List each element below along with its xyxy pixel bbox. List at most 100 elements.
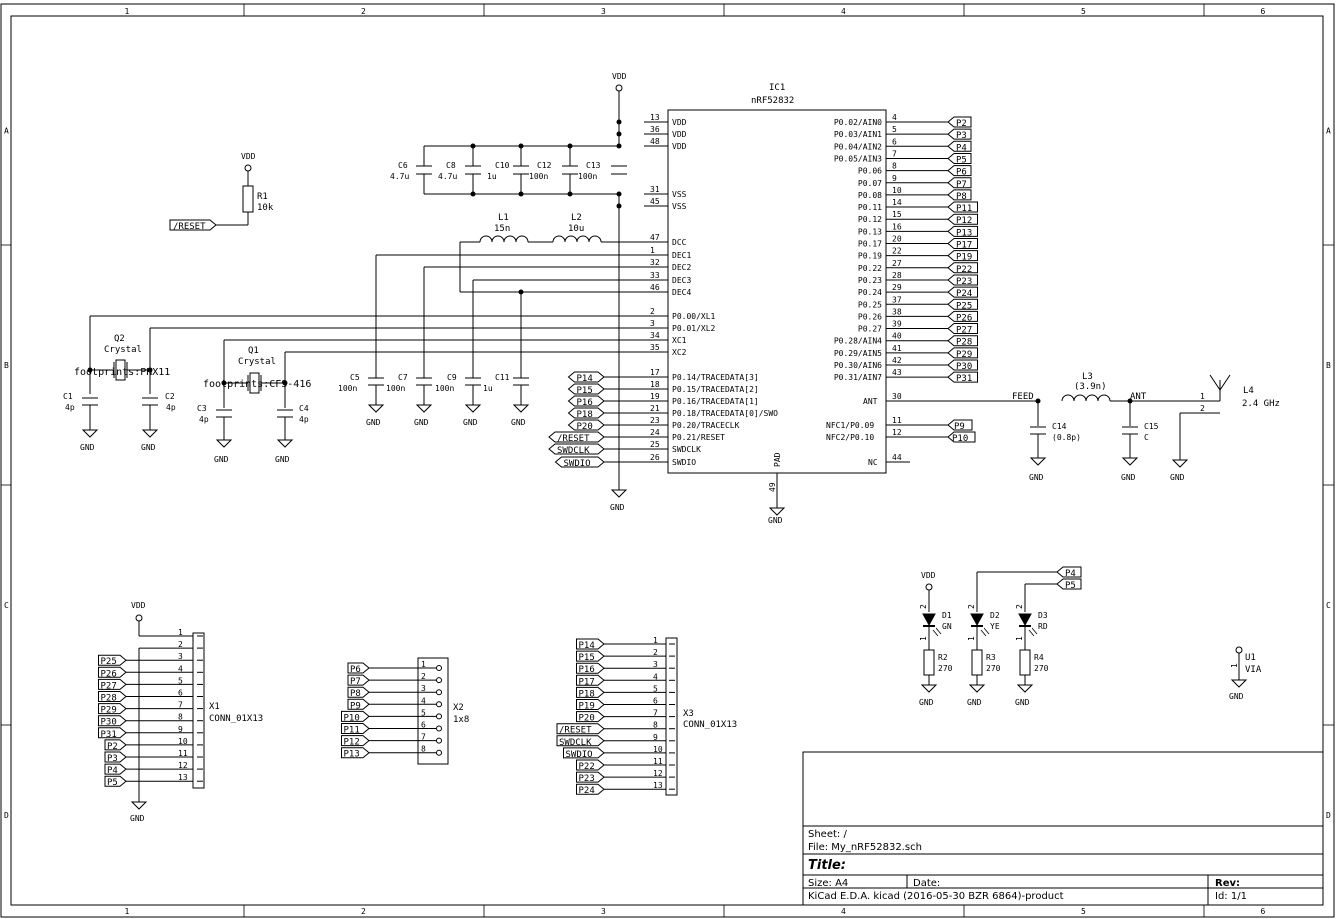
x3-pin-num: 12 (653, 769, 663, 778)
net-label-x3-p20[interactable]: P20 (576, 711, 605, 724)
net-label-x1-p30[interactable]: P30 (98, 715, 127, 728)
svg-text:2: 2 (919, 604, 928, 609)
net-label-p2[interactable]: P2 (947, 116, 972, 129)
svg-text:L3: L3 (1082, 372, 1093, 382)
net-label-p24[interactable]: P24 (947, 286, 978, 299)
net-label-ic1-swdio[interactable]: SWDIO (554, 456, 605, 469)
frame-col-top: 2 (361, 7, 366, 16)
net-label-x1-p5[interactable]: P5 (104, 775, 127, 788)
net-label-p17[interactable]: P17 (947, 238, 978, 251)
net-label-x3-p14[interactable]: P14 (576, 638, 605, 651)
net-label-led-p5[interactable]: P5 (1056, 578, 1082, 591)
u1-via[interactable]: GND 1 U1 VIA (1229, 646, 1262, 701)
net-label-p28[interactable]: P28 (947, 335, 978, 348)
net-label-x3-swdio[interactable]: SWDIO (563, 747, 605, 760)
net-label-p10[interactable]: P10 (947, 431, 976, 444)
gnd-label: GND (768, 516, 783, 525)
net-label-p3[interactable]: P3 (947, 128, 972, 141)
svg-text:2: 2 (1200, 404, 1205, 413)
net-label-x2-p11[interactable]: P11 (341, 723, 370, 736)
net-label-x1-p3[interactable]: P3 (104, 751, 127, 764)
net-label-x1-p31[interactable]: P31 (98, 727, 127, 740)
net-label-x3-reset[interactable]: /RESET (556, 723, 605, 736)
net-label-p29-text: P29 (956, 350, 972, 360)
net-label-x3-p17[interactable]: P17 (576, 674, 605, 687)
frame-row-left: D (4, 811, 9, 820)
x2-pin-num: 1 (421, 660, 426, 669)
net-label-p25[interactable]: P25 (947, 298, 978, 311)
net-label-x1-p25[interactable]: P25 (98, 654, 127, 667)
net-label-p30[interactable]: P30 (947, 359, 978, 372)
net-label-x2-p8[interactable]: P8 (347, 686, 370, 699)
net-label-ic1-p15-text: P15 (577, 386, 593, 396)
ic1-pin-num: 6 (892, 137, 897, 146)
net-label-p12[interactable]: P12 (947, 213, 978, 226)
net-label-p23[interactable]: P23 (947, 274, 978, 287)
net-label-x1-p27[interactable]: P27 (98, 678, 127, 691)
net-label-p13[interactable]: P13 (947, 225, 978, 238)
svg-text:1: 1 (1015, 636, 1024, 641)
net-label-x3-p16[interactable]: P16 (576, 662, 605, 675)
net-label-p19[interactable]: P19 (947, 250, 978, 263)
net-label-p4[interactable]: P4 (947, 140, 972, 153)
net-label-x3-p24[interactable]: P24 (576, 783, 605, 796)
ic1-pin-44-name: NC (868, 458, 878, 467)
net-label-x3-p18[interactable]: P18 (576, 686, 605, 699)
net-label-p7[interactable]: P7 (947, 177, 972, 190)
net-label-p8[interactable]: P8 (947, 189, 972, 202)
net-label-x3-p22[interactable]: P22 (576, 759, 605, 772)
net-label-p27[interactable]: P27 (947, 323, 978, 336)
net-label-ic1-reset[interactable]: /RESET (548, 431, 605, 444)
net-label-ic1-p14[interactable]: P14 (567, 371, 605, 384)
net-label-x2-p7[interactable]: P7 (347, 674, 370, 687)
net-label-x3-swdclk[interactable]: SWDCLK (556, 735, 605, 748)
ic1-value: nRF52832 (751, 96, 794, 106)
net-label-x1-p26[interactable]: P26 (98, 666, 127, 679)
svg-text:4p: 4p (166, 403, 176, 412)
net-label-x1-p29[interactable]: P29 (98, 703, 127, 716)
net-label-ic1-p20[interactable]: P20 (567, 419, 605, 432)
svg-text:P10: P10 (344, 713, 360, 723)
net-label-x2-p12[interactable]: P12 (341, 735, 370, 748)
ic1-symbol[interactable]: IC1 nRF52832 13VDD36VDD48VDD31VSS45VSS47… (644, 83, 1040, 525)
net-label-x1-p2[interactable]: P2 (104, 739, 127, 752)
connector-x1[interactable]: VDDGND123P254P265P276P287P298P309P3110P2… (98, 601, 264, 823)
net-label-x3-p19[interactable]: P19 (576, 699, 605, 712)
net-label-p11[interactable]: P11 (947, 201, 978, 214)
net-label-x2-p13[interactable]: P13 (341, 747, 370, 760)
connector-x3[interactable]: 1P142P153P164P175P186P197P208/RESET9SWDC… (556, 636, 737, 796)
net-label-x3-p23[interactable]: P23 (576, 771, 605, 784)
net-label-p26[interactable]: P26 (947, 310, 978, 323)
net-label-x2-p10[interactable]: P10 (341, 710, 370, 723)
svg-text:Q1: Q1 (248, 346, 259, 356)
net-label-p31[interactable]: P31 (947, 371, 978, 384)
ic1-pin-name: P0.25 (858, 300, 882, 309)
cap-ref: C12 (537, 161, 552, 170)
cap-ref: C13 (586, 161, 601, 170)
gnd-label: GND (967, 698, 982, 707)
net-label-p5[interactable]: P5 (947, 152, 972, 165)
net-label-led-p4[interactable]: P4 (1056, 566, 1082, 579)
net-label-ic1-swdclk[interactable]: SWDCLK (548, 443, 605, 456)
net-label-x3-p15[interactable]: P15 (576, 650, 605, 663)
net-label-ic1-p16[interactable]: P16 (567, 395, 605, 408)
net-label-p29[interactable]: P29 (947, 347, 978, 360)
net-label-x1-p28[interactable]: P28 (98, 691, 127, 704)
led-ref: D2 (990, 611, 1000, 620)
svg-text:C3: C3 (197, 404, 207, 413)
ic1-pin-num: 24 (650, 428, 660, 437)
net-label-x2-p9[interactable]: P9 (347, 698, 370, 711)
net-label-x2-p6[interactable]: P6 (347, 662, 370, 675)
net-label-ic1-p18[interactable]: P18 (567, 407, 605, 420)
net-label-p6[interactable]: P6 (947, 165, 972, 178)
net-label-p9[interactable]: P9 (947, 419, 973, 432)
net-label-p22[interactable]: P22 (947, 262, 978, 275)
net-label-ic1-p15[interactable]: P15 (567, 383, 605, 396)
net-label-x1-p4[interactable]: P4 (104, 763, 127, 776)
net-label-reset-r1[interactable]: /RESET (169, 219, 217, 232)
